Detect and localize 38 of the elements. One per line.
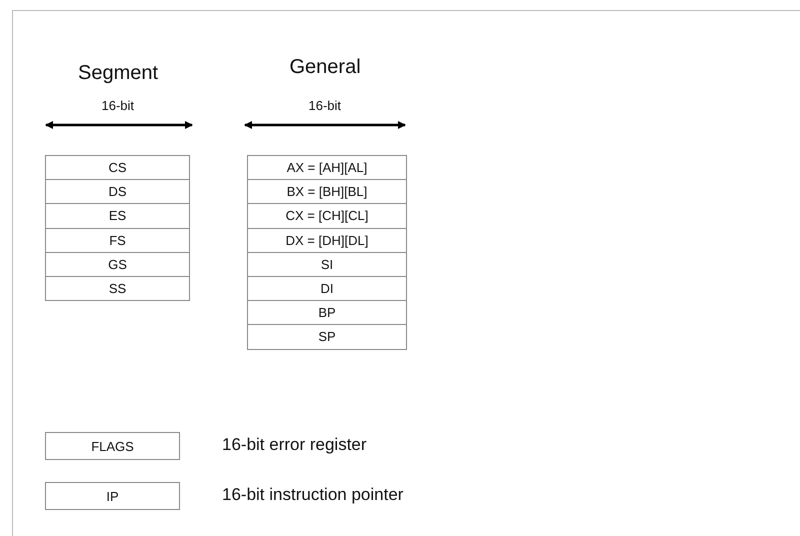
register-name: GS bbox=[108, 256, 127, 272]
register-box bbox=[247, 324, 407, 350]
register-name: CS bbox=[108, 160, 127, 176]
register-box bbox=[45, 276, 190, 302]
register-name: DX = [DH][DL] bbox=[286, 232, 368, 248]
register-name: AX = [AH][AL] bbox=[286, 160, 368, 176]
register-box bbox=[45, 252, 190, 277]
register-name: BX = [BH][BL] bbox=[286, 184, 368, 200]
register-name: FLAGS bbox=[91, 438, 134, 454]
register-box bbox=[45, 179, 190, 204]
register-box bbox=[247, 252, 407, 277]
register-box bbox=[45, 432, 180, 460]
register-box bbox=[247, 228, 407, 253]
width-label: 16-bit bbox=[308, 98, 342, 113]
register-name: CX = [CH][CL] bbox=[286, 208, 368, 224]
register-box bbox=[247, 276, 407, 302]
register-box bbox=[45, 155, 190, 180]
register-name: BP bbox=[318, 305, 336, 320]
column-heading: General bbox=[290, 56, 361, 79]
register-name: SP bbox=[318, 329, 336, 344]
register-name: FS bbox=[109, 232, 126, 248]
width-label: 16-bit bbox=[102, 98, 134, 113]
register-description: 16-bit error register bbox=[222, 435, 367, 455]
register-name: ES bbox=[108, 208, 126, 224]
register-name: SS bbox=[108, 281, 126, 296]
register-name: IP bbox=[106, 488, 119, 504]
register-name: DS bbox=[108, 184, 127, 200]
register-box bbox=[247, 179, 407, 204]
column-heading: Segment bbox=[78, 62, 158, 85]
register-box bbox=[247, 155, 407, 180]
register-description: 16-bit instruction pointer bbox=[222, 485, 404, 505]
register-box bbox=[247, 203, 407, 229]
register-box bbox=[45, 482, 180, 510]
register-box bbox=[45, 203, 190, 229]
register-box bbox=[247, 300, 407, 326]
register-name: SI bbox=[320, 256, 334, 272]
register-name: DI bbox=[320, 281, 334, 296]
register-box bbox=[45, 228, 190, 253]
